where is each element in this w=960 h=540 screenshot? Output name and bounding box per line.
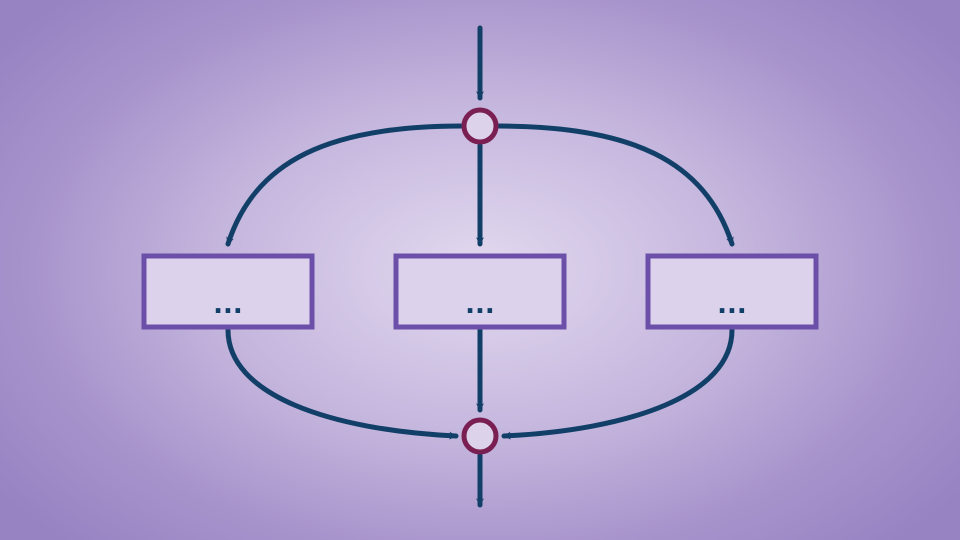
fork-to-right-arrow <box>495 123 735 247</box>
fork-junction-icon[interactable] <box>461 107 499 145</box>
process-box-left[interactable]: ... <box>141 253 315 330</box>
edges-group <box>225 25 735 508</box>
process-box-left-label: ... <box>213 290 243 320</box>
process-box-center-rect <box>393 253 567 330</box>
process-box-right-label: ... <box>717 290 747 320</box>
process-box-right-rect <box>645 253 819 330</box>
right-to-join-arrow <box>501 327 735 440</box>
fork-to-left-arrow <box>225 123 465 247</box>
process-box-center[interactable]: ... <box>393 253 567 330</box>
join-junction-icon[interactable] <box>461 417 499 455</box>
process-box-left-rect <box>141 253 315 330</box>
process-box-center-label: ... <box>465 290 495 320</box>
left-to-join-arrow <box>225 327 459 440</box>
process-box-right[interactable]: ... <box>645 253 819 330</box>
